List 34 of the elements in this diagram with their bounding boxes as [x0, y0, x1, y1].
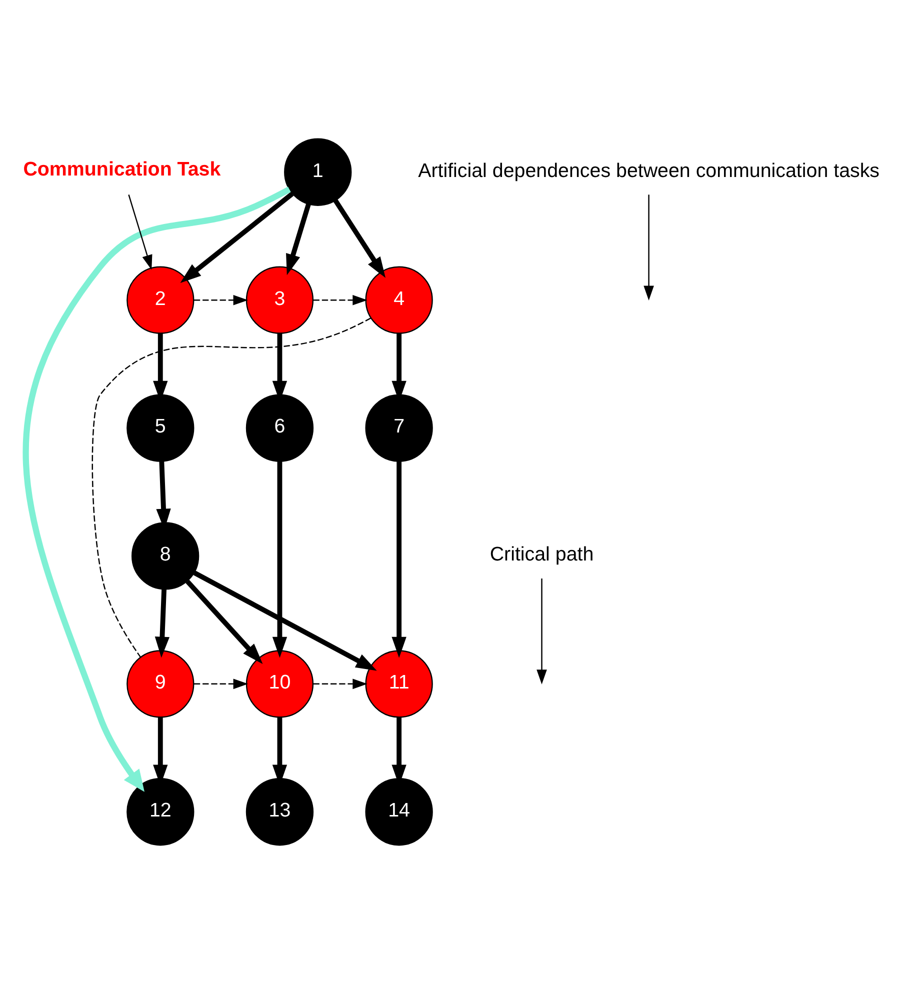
arrow	[313, 294, 368, 306]
node-circle: 8	[131, 522, 200, 590]
arrow	[180, 192, 294, 284]
node-text: Artificial dependences between communication tasks	[418, 160, 880, 182]
node-circle: 12	[126, 778, 194, 846]
node-circle: 6	[246, 394, 314, 462]
node-circle: 7	[365, 394, 433, 462]
node-circle: 9	[126, 650, 194, 718]
arrow	[194, 678, 248, 690]
arrow	[536, 578, 547, 684]
arrow	[313, 678, 368, 690]
node-circle: 5	[126, 394, 194, 462]
node-circle: 11	[365, 650, 433, 718]
arrow	[286, 203, 311, 276]
arrow	[186, 580, 263, 664]
connector	[92, 317, 372, 658]
arrow	[333, 199, 386, 278]
arrow	[644, 194, 654, 301]
node-circle: 1	[284, 138, 352, 206]
arrow	[22, 186, 291, 792]
node-text: Communication Task	[23, 158, 221, 181]
node-circle: 3	[246, 266, 314, 334]
node-circle: 2	[126, 266, 194, 334]
node-circle: 10	[246, 650, 314, 718]
arrow	[392, 461, 406, 658]
node-circle: 13	[246, 778, 314, 846]
arrow	[128, 194, 152, 270]
node-text: Critical path	[490, 544, 594, 566]
arrow	[193, 570, 377, 671]
node-circle: 4	[365, 266, 433, 334]
node-circle: 14	[365, 778, 433, 846]
arrow	[154, 589, 170, 658]
arrow	[272, 461, 288, 658]
arrow	[194, 294, 248, 306]
